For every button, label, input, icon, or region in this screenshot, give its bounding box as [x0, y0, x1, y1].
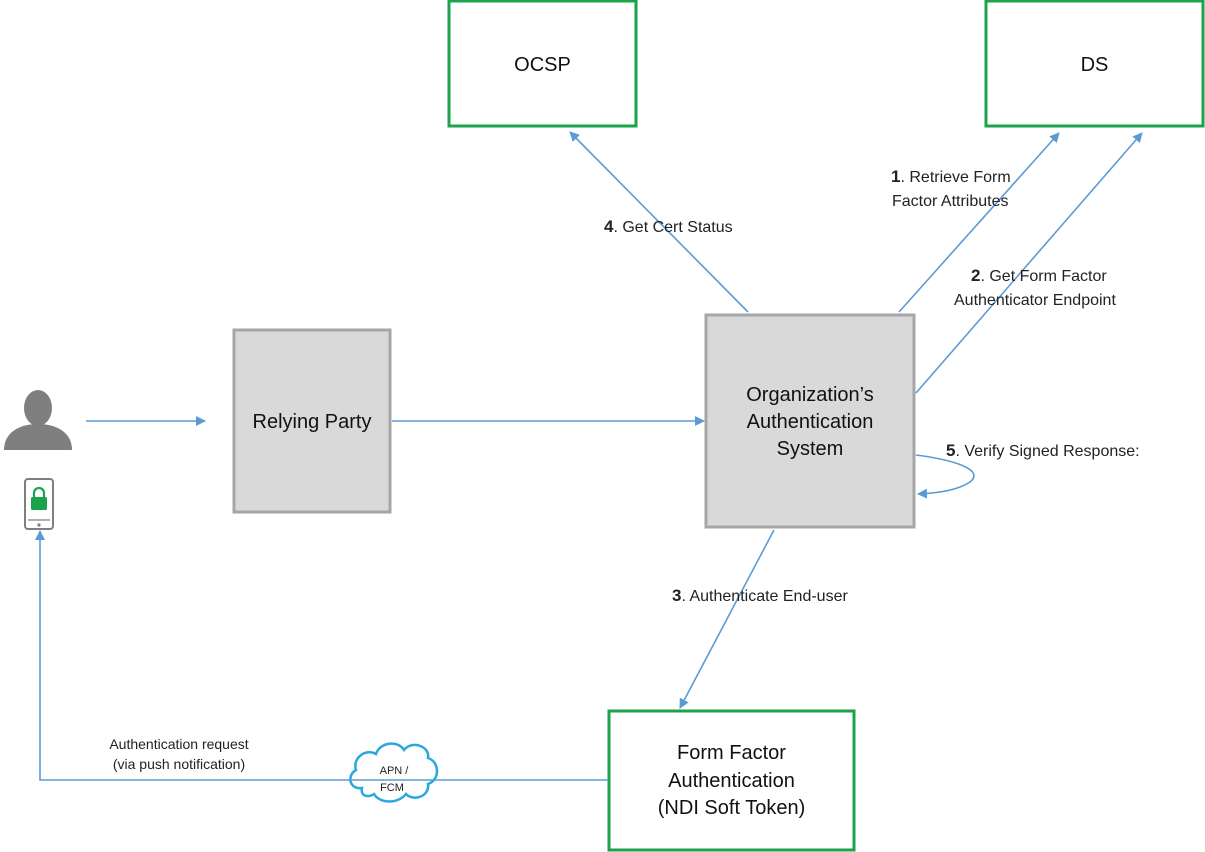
step4-number: 4 — [604, 217, 614, 236]
ds-box: DS — [984, 0, 1205, 128]
step3-label: 3. Authenticate End-user — [672, 586, 848, 605]
step3-number: 3 — [672, 586, 681, 605]
step5-number: 5 — [946, 441, 955, 460]
cloud-icon: APN / FCM — [349, 742, 439, 803]
arrow-step4-to-ocsp — [569, 131, 749, 313]
arrow-step3-to-form-factor — [679, 529, 775, 709]
arrow-push-to-phone — [35, 530, 608, 781]
auth-system-box: Organization’s Authentication System — [704, 313, 916, 529]
relying-party-box: Relying Party — [232, 328, 392, 514]
cloud-label-line1: APN / — [380, 765, 410, 777]
arrow-step5-self-loop — [915, 454, 975, 499]
step1-label-line2: Factor Attributes — [892, 193, 1009, 210]
user-silhouette-icon — [4, 390, 72, 450]
step1-text: . Retrieve Form — [900, 169, 1010, 186]
auth-system-label-line3: System — [777, 438, 844, 460]
step4-text: . Get Cert Status — [613, 219, 732, 236]
arrow-step1-to-ds — [898, 132, 1060, 313]
step2-label-line2: Authenticator Endpoint — [954, 292, 1116, 309]
step2-number: 2 — [971, 266, 980, 285]
step4-label: 4. Get Cert Status — [604, 217, 733, 236]
step5-text: . Verify Signed Response: — [955, 443, 1139, 460]
lock-icon — [31, 486, 47, 510]
step2-label-line1: 2. Get Form Factor — [971, 266, 1107, 285]
arrow-step2-to-ds — [915, 132, 1143, 394]
cloud-label-line2: FCM — [380, 782, 404, 794]
ds-label: DS — [1081, 54, 1109, 76]
step1-number: 1 — [891, 167, 900, 186]
mobile-phone-icon — [24, 478, 54, 530]
step3-text: . Authenticate End-user — [681, 588, 848, 605]
ocsp-box: OCSP — [447, 0, 638, 128]
step5-label: 5. Verify Signed Response: — [946, 441, 1140, 460]
push-label-line1: Authentication request — [109, 736, 248, 752]
auth-system-label-line1: Organization’s — [746, 384, 873, 406]
form-factor-label-line2: Authentication — [668, 770, 795, 792]
form-factor-label-line1: Form Factor — [677, 742, 786, 764]
step1-label-line1: 1. Retrieve Form — [891, 167, 1011, 186]
step2-text: . Get Form Factor — [980, 268, 1107, 285]
form-factor-box: Form Factor Authentication (NDI Soft Tok… — [607, 709, 856, 852]
ocsp-label: OCSP — [514, 54, 571, 76]
push-label-line2: (via push notification) — [113, 756, 245, 772]
form-factor-label-line3: (NDI Soft Token) — [658, 797, 805, 819]
auth-system-label-line2: Authentication — [747, 411, 874, 433]
relying-party-label: Relying Party — [253, 411, 372, 433]
